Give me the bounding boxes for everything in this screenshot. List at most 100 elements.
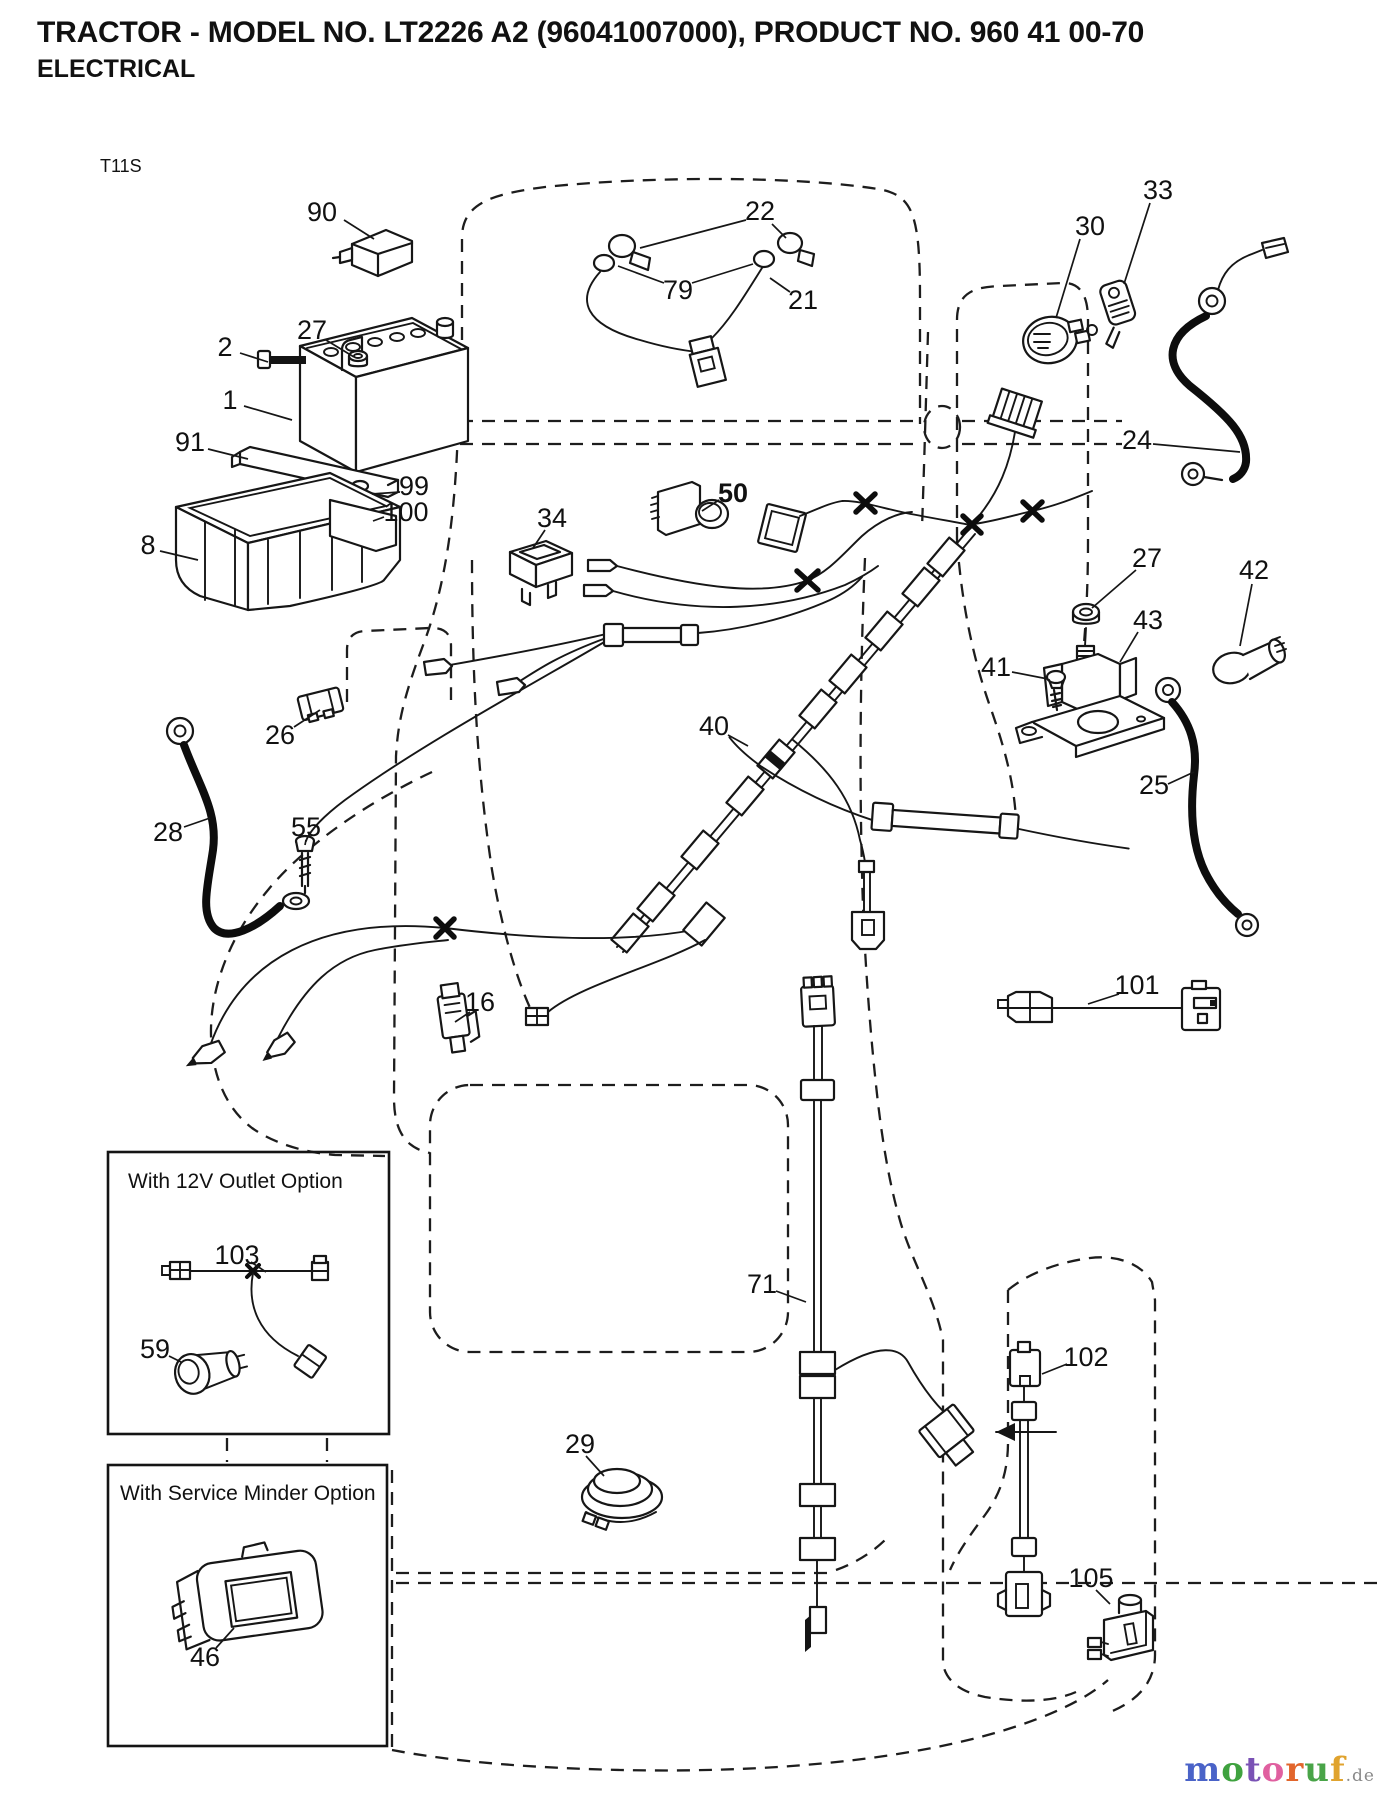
leader-line-59 (168, 1355, 182, 1363)
leader-line-22 (639, 219, 747, 249)
fuse-26 (296, 686, 345, 724)
service-minder-46 (171, 1541, 324, 1651)
leader-line-102 (1041, 1363, 1068, 1375)
leader-line-40 (727, 734, 749, 747)
jumper-102 (995, 1340, 1057, 1618)
leader-line-16 (454, 1011, 471, 1023)
headlight-socket-right (752, 249, 776, 269)
leader-line-33 (1123, 202, 1151, 285)
harness-71 (798, 975, 975, 1652)
leader-line-21 (769, 277, 791, 293)
part-number-24: 24 (1122, 425, 1152, 455)
switch-34 (508, 539, 574, 607)
watermark-letter: o (1221, 1750, 1245, 1790)
leader-line-50 (701, 499, 720, 512)
relay-square (757, 503, 807, 553)
solenoid-105 (1086, 1593, 1155, 1662)
leader-line-8 (159, 550, 199, 561)
part-number-29: 29 (565, 1429, 595, 1459)
part-number-41: 41 (981, 652, 1011, 682)
part-number-30: 30 (1075, 211, 1105, 241)
leader-line-79 (691, 263, 754, 284)
part-number-101: 101 (1114, 970, 1159, 1000)
leader-line-34 (532, 529, 546, 549)
leader-line-24 (1152, 443, 1241, 453)
battery (298, 316, 470, 474)
battery-box-8 (174, 471, 402, 612)
leader-line-27 (1091, 569, 1137, 609)
part-number-102: 102 (1063, 1342, 1108, 1372)
screw-55 (281, 834, 316, 911)
interlock-switch-16 (436, 981, 481, 1054)
leader-line-2 (239, 352, 269, 363)
battery-nut-27 (347, 349, 369, 368)
part-number-22: 22 (745, 196, 775, 226)
part-number-40: 40 (699, 711, 729, 741)
outlet-harness-103 (161, 1254, 330, 1379)
part-number-79: 79 (663, 275, 693, 305)
headlight-bulb-right (776, 231, 804, 255)
part-number-26: 26 (265, 720, 295, 750)
watermark-logo: motoruf.de (1184, 1750, 1375, 1790)
connection-x-marks (433, 491, 1045, 940)
chassis-outline (209, 177, 1385, 1772)
bolt-41 (1045, 669, 1067, 712)
part-number-33: 33 (1143, 175, 1173, 205)
option-box-service-minder: With Service Minder Option (106, 1463, 389, 1748)
watermark-letter: t (1244, 1750, 1262, 1790)
leader-line-28 (183, 817, 211, 828)
part-number-46: 46 (190, 1642, 220, 1672)
main-harness-40 (610, 528, 976, 954)
ignition-switch-30 (1022, 315, 1098, 365)
headlight-socket-left (592, 253, 616, 273)
watermark-letter: f (1330, 1750, 1346, 1790)
leader-line-90 (343, 219, 375, 240)
leader-line-30 (1055, 238, 1081, 319)
inline-fuse-left (305, 576, 863, 842)
part-number-50: 50 (718, 478, 748, 508)
headlight-connector (688, 335, 727, 388)
harness-top-connector (986, 387, 1043, 439)
direction-arrow (996, 1423, 1015, 1441)
watermark-letter: r (1285, 1750, 1305, 1790)
leader-line-43 (1119, 631, 1139, 663)
part-number-100: 100 (383, 497, 428, 527)
part-number-55: 55 (291, 812, 321, 842)
part-number-21: 21 (788, 285, 818, 315)
part-number-71: 71 (747, 1269, 777, 1299)
headlight-bulb-left (607, 233, 637, 259)
connector-wire (973, 431, 1016, 523)
solenoid-group (1014, 602, 1287, 938)
leader-line-1 (243, 405, 293, 421)
branch-wire-top (799, 490, 1093, 526)
ground-cable-28 (165, 716, 284, 938)
watermark-letter: m (1184, 1750, 1222, 1790)
outlet-12v-59 (173, 1349, 249, 1395)
option-box-12v: With 12V Outlet Option (106, 1150, 391, 1436)
harness-71-connector (918, 1403, 975, 1467)
leader-line-101 (1087, 993, 1120, 1005)
battery-cable-24 (1168, 236, 1290, 487)
part-number-8: 8 (140, 530, 155, 560)
part-number-27: 27 (297, 315, 327, 345)
leader-line-79 (617, 265, 665, 284)
option-box-service-minder-title: With Service Minder Option (120, 1482, 376, 1505)
part-number-16: 16 (465, 987, 495, 1017)
part-number-59: 59 (140, 1334, 170, 1364)
watermark-suffix: .de (1345, 1766, 1375, 1786)
leader-line-100 (372, 516, 385, 522)
boot-42 (1212, 636, 1287, 685)
part-number-91: 91 (175, 427, 205, 457)
part-number-99: 99 (399, 471, 429, 501)
part-number-43: 43 (1133, 605, 1163, 635)
part-number-2: 2 (217, 332, 232, 362)
option-box-12v-title: With 12V Outlet Option (128, 1170, 343, 1193)
ignition-key-33 (1099, 279, 1137, 349)
leader-line-103 (250, 1261, 267, 1273)
leader-line-55 (304, 839, 307, 846)
part-number-103: 103 (214, 1240, 259, 1270)
leader-line-71 (775, 1290, 807, 1303)
